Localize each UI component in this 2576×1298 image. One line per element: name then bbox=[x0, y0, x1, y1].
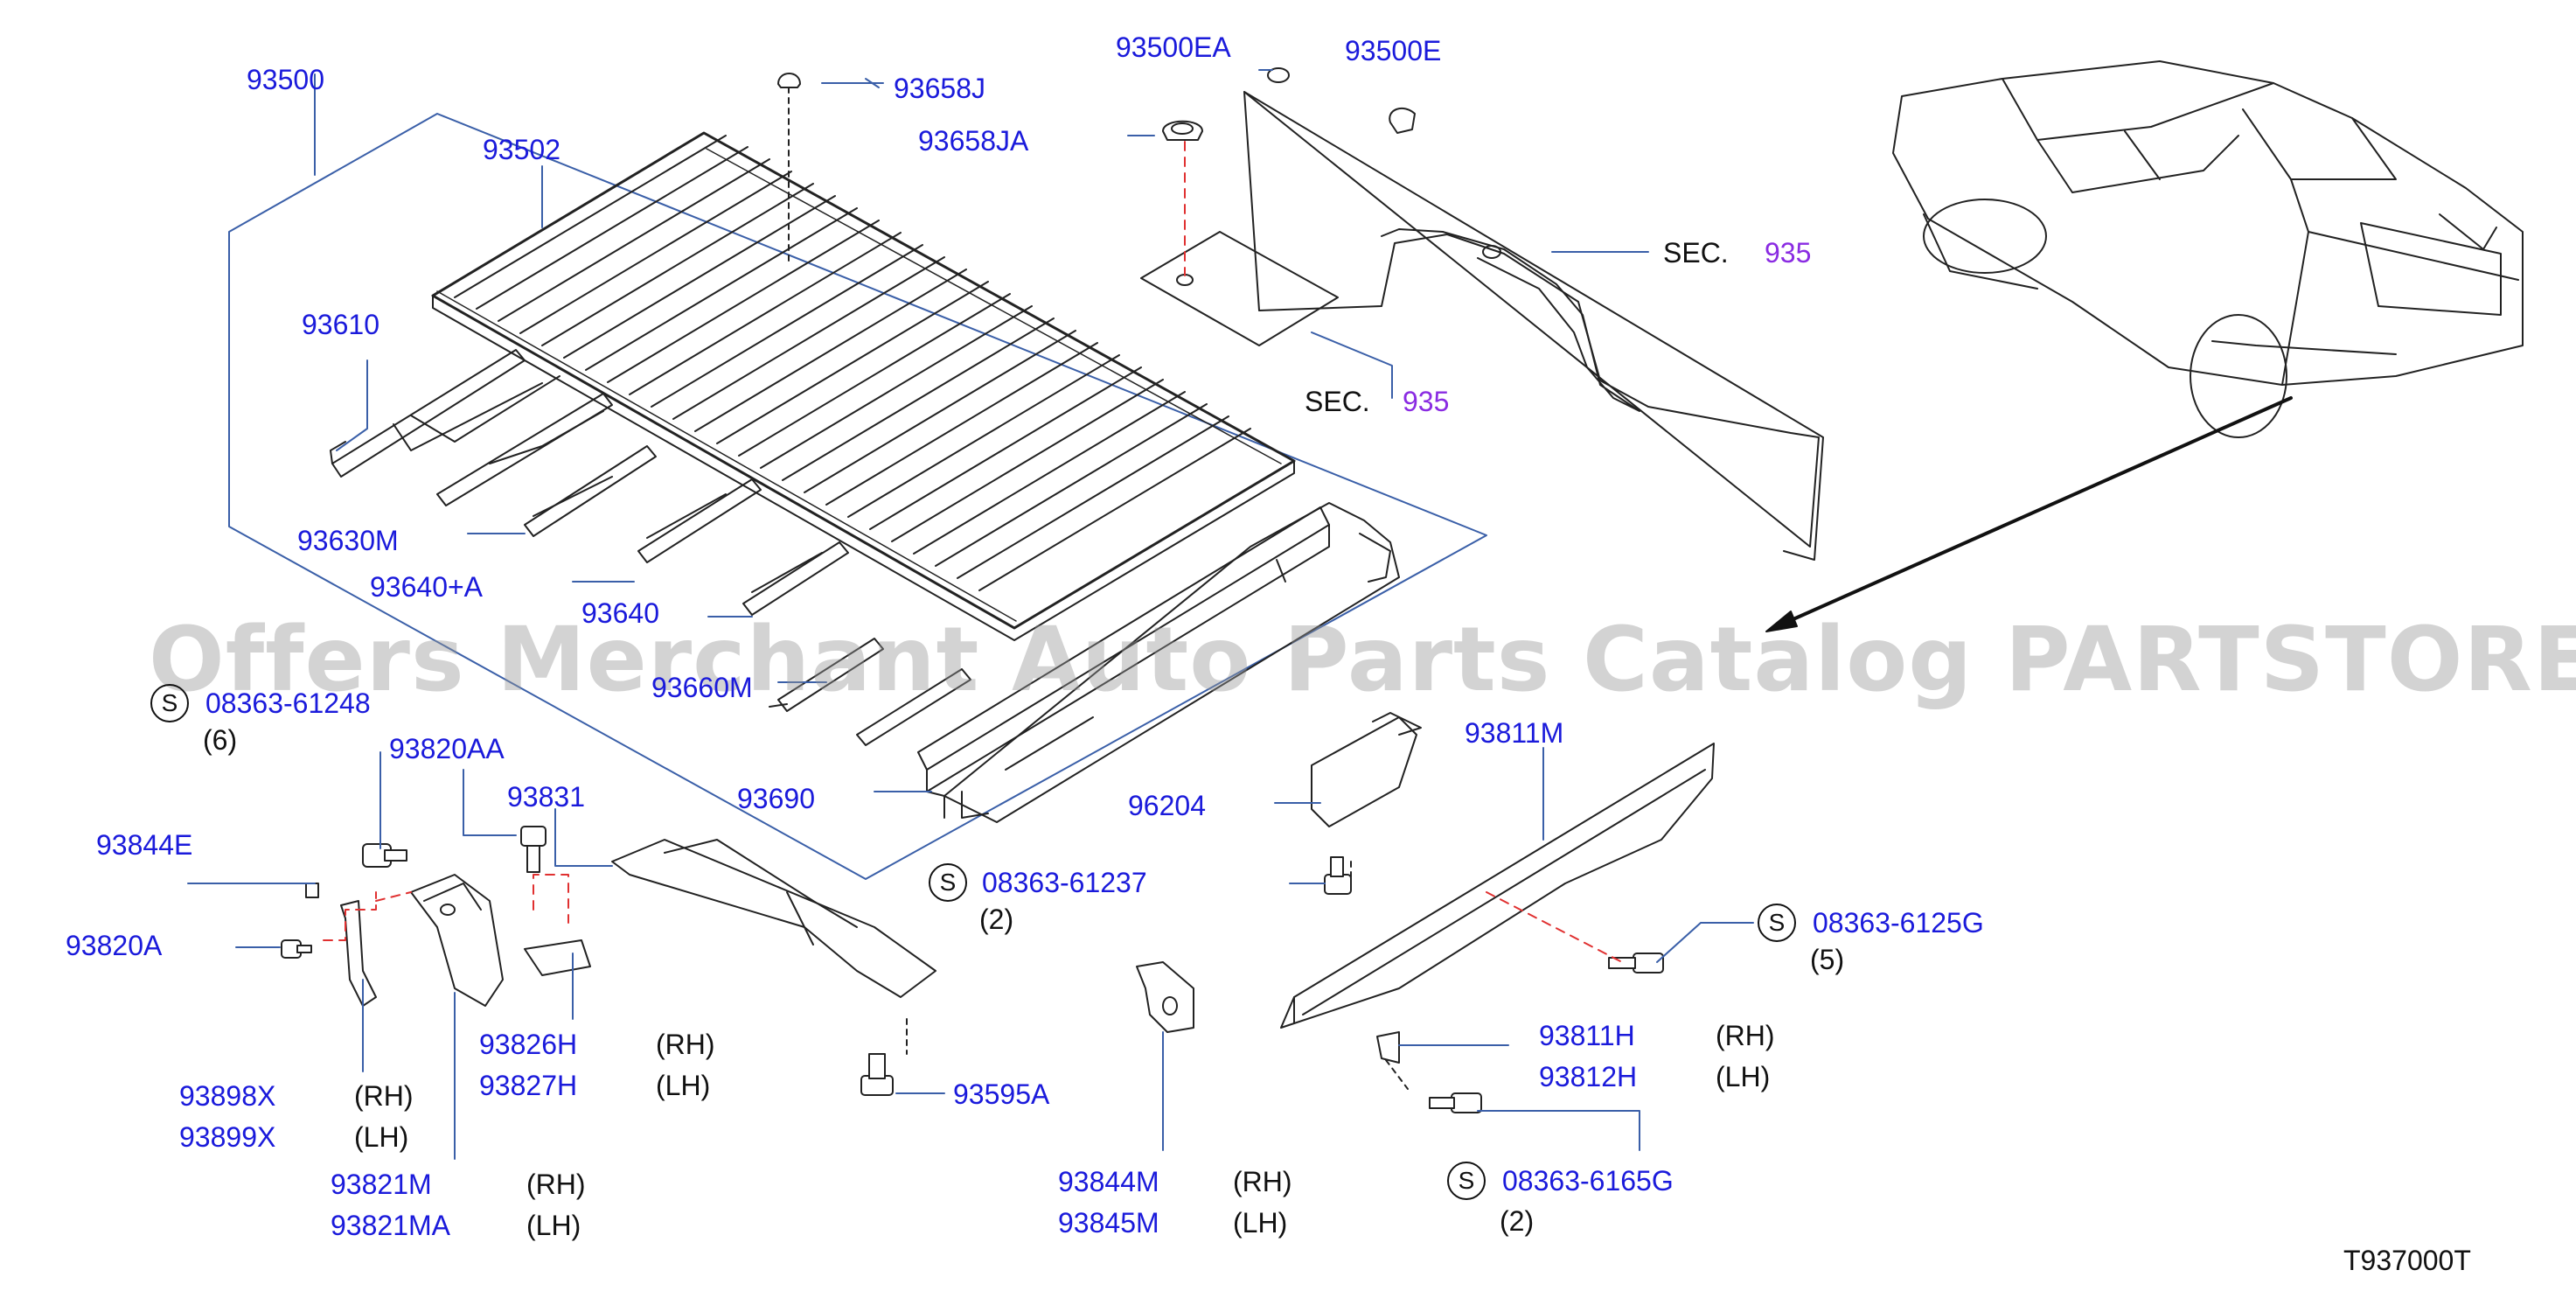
grommets bbox=[777, 67, 1416, 286]
part-93640[interactable]: 93640 bbox=[581, 597, 659, 629]
part-93640a[interactable]: 93640+A bbox=[370, 571, 484, 603]
grommet-93500e bbox=[1389, 107, 1416, 134]
part-93660m[interactable]: 93660M bbox=[651, 672, 753, 703]
sec-ref-upper-label: SEC. bbox=[1663, 237, 1729, 269]
part-93500e[interactable]: 93500E bbox=[1345, 35, 1442, 66]
grommet-93500ea bbox=[1267, 67, 1290, 83]
part-93831[interactable]: 93831 bbox=[507, 781, 585, 813]
bolt-61237-qty: (2) bbox=[979, 904, 1014, 935]
part-93500ea[interactable]: 93500EA bbox=[1116, 31, 1231, 63]
location-arrowhead bbox=[1765, 611, 1798, 632]
part-93820aa[interactable]: 93820AA bbox=[389, 733, 505, 764]
part-96204[interactable]: 96204 bbox=[1128, 790, 1206, 821]
part-93595a[interactable]: 93595A bbox=[953, 1078, 1050, 1110]
side-93844m: (RH) bbox=[1233, 1166, 1292, 1197]
side-93899x: (LH) bbox=[354, 1121, 409, 1153]
side-93811h: (RH) bbox=[1716, 1020, 1775, 1051]
bed-floor-panel bbox=[431, 131, 1296, 641]
part-93811m[interactable]: 93811M bbox=[1465, 717, 1564, 749]
dashed-leaders bbox=[788, 87, 1409, 1090]
part-93610[interactable]: 93610 bbox=[302, 309, 379, 340]
bolt-08363-61237[interactable]: 08363-61237 bbox=[982, 867, 1147, 898]
side-93821m: (RH) bbox=[526, 1169, 586, 1200]
sec-ref-lower-label: SEC. bbox=[1305, 386, 1370, 417]
bolt-61248-qty: (6) bbox=[203, 724, 238, 756]
sec-ref-upper-number[interactable]: 935 bbox=[1765, 237, 1812, 269]
side-93821ma: (LH) bbox=[526, 1210, 581, 1241]
part-93500[interactable]: 93500 bbox=[247, 64, 324, 95]
phantom-lines bbox=[323, 141, 1623, 963]
bolt-08363-6125g[interactable]: 08363-6125G bbox=[1813, 907, 1984, 939]
side-93827h: (LH) bbox=[656, 1070, 711, 1101]
location-arrow bbox=[1778, 396, 2293, 627]
part-93630m[interactable]: 93630M bbox=[297, 525, 399, 556]
part-93821ma[interactable]: 93821MA bbox=[331, 1210, 450, 1241]
std-part-symbol-61248: S bbox=[150, 684, 189, 722]
rear-sill bbox=[917, 502, 1400, 823]
part-93821m[interactable]: 93821M bbox=[331, 1169, 432, 1200]
bolts-left bbox=[281, 826, 894, 1096]
diagram-code: T937000T bbox=[2343, 1245, 2471, 1276]
leader-lines bbox=[187, 69, 1754, 1160]
part-93820a[interactable]: 93820A bbox=[66, 930, 163, 961]
part-93898x[interactable]: 93898X bbox=[179, 1080, 276, 1112]
part-93502[interactable]: 93502 bbox=[483, 134, 560, 165]
bolt-6125g-qty: (5) bbox=[1810, 944, 1845, 975]
part-93845m[interactable]: 93845M bbox=[1058, 1207, 1159, 1239]
side-rail bbox=[1136, 712, 1715, 1064]
bolt-08363-61248[interactable]: 08363-61248 bbox=[205, 687, 371, 719]
grommet-93658j bbox=[777, 73, 801, 88]
crossmembers bbox=[330, 349, 971, 746]
grommet-93658ja bbox=[1162, 120, 1203, 141]
side-93898x: (RH) bbox=[354, 1080, 414, 1112]
bed-side-panel bbox=[1140, 91, 1824, 561]
part-93658j[interactable]: 93658J bbox=[894, 73, 985, 104]
group-outline-93500 bbox=[228, 113, 1487, 880]
part-93812h[interactable]: 93812H bbox=[1539, 1061, 1638, 1092]
bolts-right bbox=[1324, 856, 1664, 1113]
sec-ref-lower-number[interactable]: 935 bbox=[1403, 386, 1450, 417]
std-part-symbol-6125g: S bbox=[1758, 904, 1796, 942]
part-93899x[interactable]: 93899X bbox=[179, 1121, 276, 1153]
part-93690[interactable]: 93690 bbox=[737, 783, 815, 814]
std-part-symbol-61237: S bbox=[929, 863, 967, 902]
part-93811h[interactable]: 93811H bbox=[1539, 1020, 1635, 1051]
part-93826h[interactable]: 93826H bbox=[479, 1029, 578, 1060]
side-93826h: (RH) bbox=[656, 1029, 715, 1060]
std-part-symbol-6165g: S bbox=[1447, 1162, 1486, 1200]
side-93845m: (LH) bbox=[1233, 1207, 1288, 1239]
hinge-brackets bbox=[340, 839, 936, 1007]
bolt-08363-6165g[interactable]: 08363-6165G bbox=[1502, 1165, 1674, 1197]
part-93658ja[interactable]: 93658JA bbox=[918, 125, 1029, 157]
side-93812h: (LH) bbox=[1716, 1061, 1771, 1092]
part-93844e[interactable]: 93844E bbox=[96, 829, 193, 861]
part-93827h[interactable]: 93827H bbox=[479, 1070, 578, 1101]
part-93844m[interactable]: 93844M bbox=[1058, 1166, 1159, 1197]
bolt-6165g-qty: (2) bbox=[1500, 1205, 1535, 1237]
truck-illustration bbox=[1892, 60, 2524, 438]
